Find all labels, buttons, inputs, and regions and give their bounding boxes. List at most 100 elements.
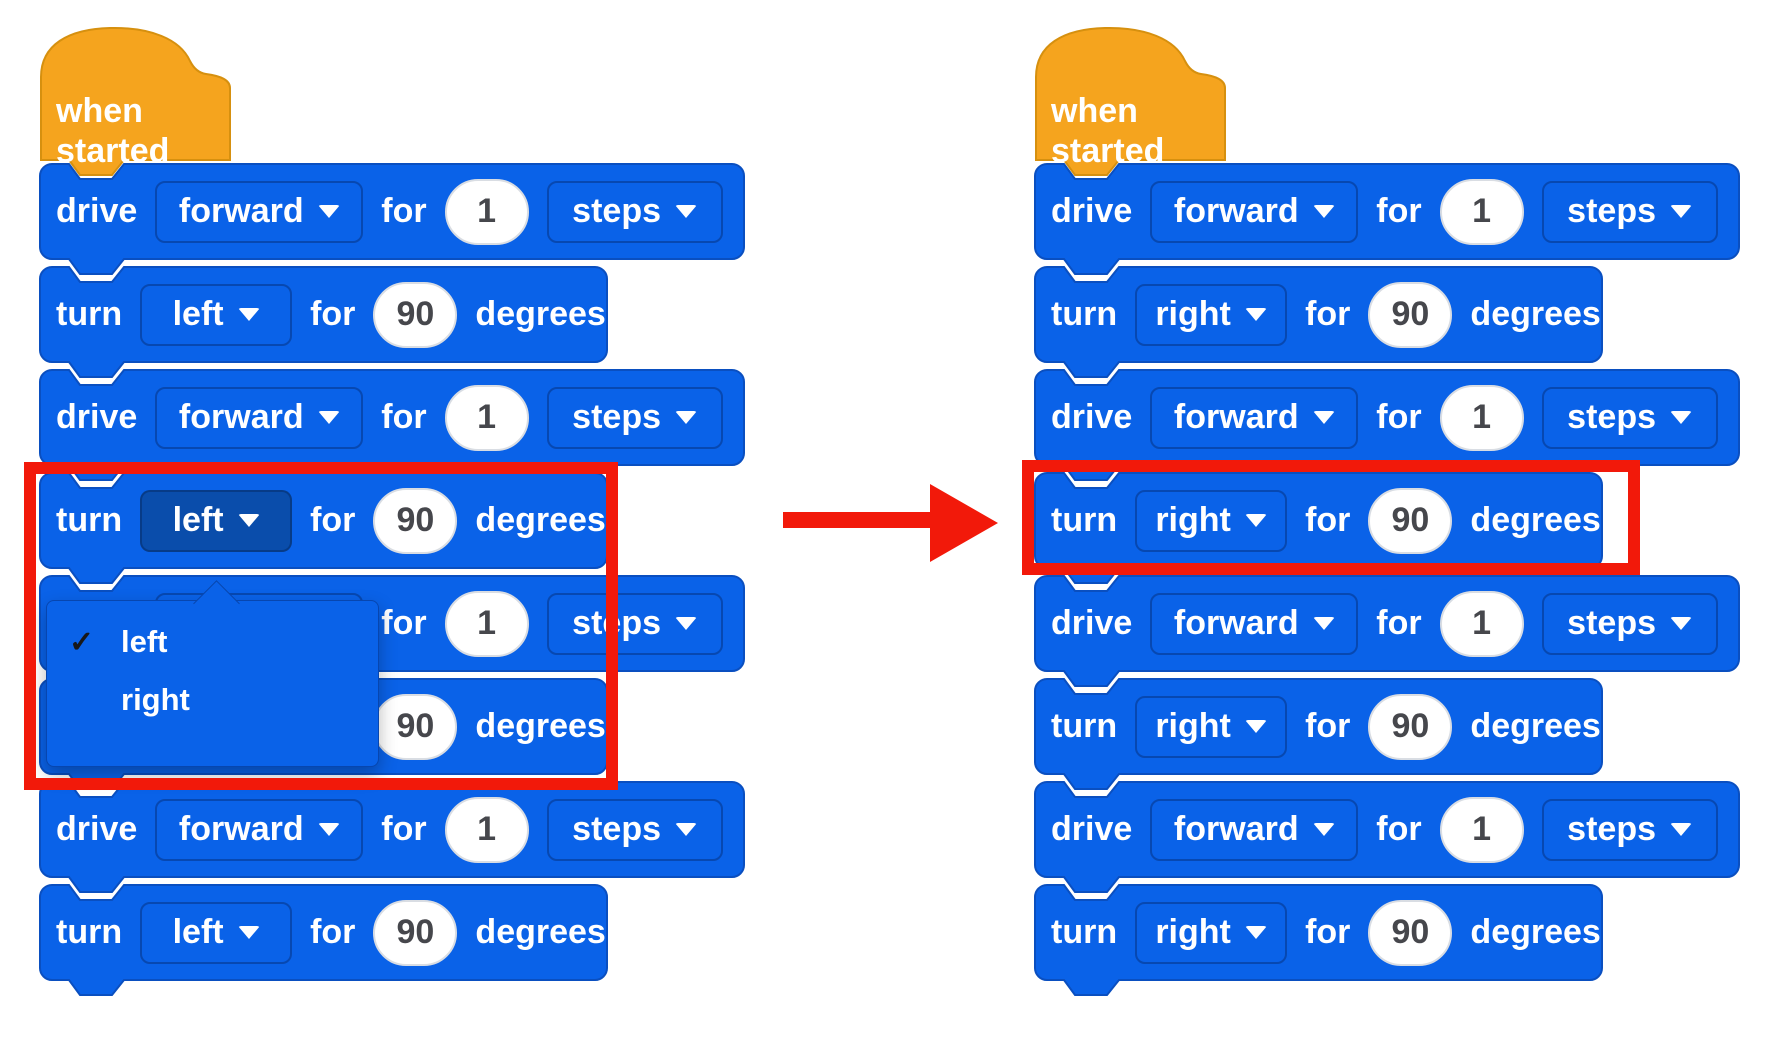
dropdown-caret-icon [675,617,697,630]
number-input[interactable]: 90 [1368,899,1453,966]
block-verb: drive [56,192,138,230]
dropdown-caret-icon [237,308,260,321]
number-input[interactable]: 90 [373,281,458,348]
hat-label: when started [56,92,170,170]
dropdown-caret-icon [675,205,697,218]
direction-dropdown-open[interactable]: left [140,489,293,552]
drive-block[interactable]: drive forward for 1 steps [38,162,746,276]
menu-item-right[interactable]: right [47,671,378,729]
number-input[interactable]: 1 [1439,796,1524,863]
turn-block[interactable]: turn right for 90 degrees [1033,265,1604,379]
direction-dropdown-menu: ✓ left right [46,580,379,767]
unit-label: degrees [1470,501,1601,539]
for-label: for [381,192,427,230]
dropdown-value: left [172,501,224,539]
hat-block-when-started[interactable]: when started [38,25,233,176]
unit-label: degrees [475,913,606,951]
block-verb: turn [1051,707,1118,745]
number-input[interactable]: 1 [1439,384,1524,451]
unit-dropdown[interactable]: steps [1541,386,1718,449]
number-input[interactable]: 90 [1368,487,1453,554]
dropdown-value: forward [1173,604,1299,642]
number-input[interactable]: 1 [444,178,529,245]
dropdown-value: steps [572,398,661,436]
block-shape [39,884,608,996]
number-input[interactable]: 1 [1439,178,1524,245]
number-input[interactable]: 1 [444,796,529,863]
drive-block[interactable]: drive forward for 1 steps [1033,574,1741,688]
check-icon: ✓ [69,625,95,659]
unit-label: degrees [475,295,606,333]
dropdown-value: steps [572,192,661,230]
unit-label: degrees [1470,295,1601,333]
turn-block-highlighted[interactable]: turn right for 90 degrees [1033,471,1604,585]
unit-dropdown[interactable]: steps [546,386,723,449]
turn-block[interactable]: turn left for 90 degrees [38,883,609,997]
for-label: for [310,913,356,951]
drive-block[interactable]: drive forward for 1 steps [38,368,746,482]
direction-dropdown[interactable]: forward [155,386,364,449]
turn-block[interactable]: turn right for 90 degrees [1033,883,1604,997]
direction-dropdown[interactable]: forward [155,798,364,861]
block-shape [1034,266,1603,378]
direction-dropdown[interactable]: left [140,901,293,964]
block-shape [1034,678,1603,790]
direction-dropdown[interactable]: forward [1150,180,1359,243]
unit-dropdown[interactable]: steps [546,180,723,243]
unit-dropdown[interactable]: steps [1541,592,1718,655]
dropdown-caret-icon [237,514,260,527]
direction-dropdown[interactable]: forward [1150,592,1359,655]
dropdown-caret-icon [1670,205,1692,218]
hat-shape [1035,26,1226,176]
direction-dropdown[interactable]: right [1135,489,1288,552]
number-input[interactable]: 90 [373,487,458,554]
dropdown-caret-icon [317,823,340,836]
number-input[interactable]: 90 [373,899,458,966]
drive-block[interactable]: drive forward for 1 steps [1033,368,1741,482]
direction-dropdown[interactable]: right [1135,901,1288,964]
dropdown-value: forward [178,398,304,436]
unit-dropdown[interactable]: steps [1541,798,1718,861]
dropdown-value: forward [178,192,304,230]
direction-dropdown[interactable]: forward [155,180,364,243]
dropdown-value: right [1155,295,1231,333]
dropdown-caret-icon [1670,823,1692,836]
dropdown-caret-icon [237,926,260,939]
drive-block[interactable]: drive forward for 1 steps [1033,780,1741,894]
turn-block-selected[interactable]: turn left for 90 degrees [38,471,609,585]
turn-block[interactable]: turn left for 90 degrees [38,265,609,379]
hat-block-when-started[interactable]: when started [1033,25,1228,176]
for-label: for [1305,295,1351,333]
direction-dropdown[interactable]: right [1135,695,1288,758]
block-verb: turn [1051,913,1118,951]
drive-block[interactable]: drive forward for 1 steps [1033,162,1741,276]
dropdown-caret-icon [1670,411,1692,424]
direction-dropdown[interactable]: left [140,283,293,346]
dropdown-caret-icon [675,411,697,424]
for-label: for [1376,192,1422,230]
turn-block[interactable]: turn right for 90 degrees [1033,677,1604,791]
dropdown-value: forward [1173,810,1299,848]
unit-dropdown[interactable]: steps [546,798,723,861]
dropdown-caret-icon [1312,823,1335,836]
number-input[interactable]: 1 [444,384,529,451]
unit-dropdown[interactable]: steps [1541,180,1718,243]
direction-dropdown[interactable]: forward [1150,386,1359,449]
dropdown-caret-icon [1312,617,1335,630]
direction-dropdown[interactable]: right [1135,283,1288,346]
drive-block[interactable]: drive forward for 1 steps [38,780,746,894]
number-input[interactable]: 90 [373,693,458,760]
for-label: for [1305,501,1351,539]
direction-dropdown[interactable]: forward [1150,798,1359,861]
block-shape [1034,575,1740,687]
number-input[interactable]: 1 [1439,590,1524,657]
transition-arrow-icon [783,484,998,562]
dropdown-caret-icon [1244,720,1267,733]
for-label: for [310,501,356,539]
menu-item-label: left [121,624,168,659]
block-shape [39,369,745,481]
menu-item-left[interactable]: ✓ left [47,613,378,671]
number-input[interactable]: 90 [1368,693,1453,760]
number-input[interactable]: 90 [1368,281,1453,348]
number-input[interactable]: 1 [444,590,529,657]
